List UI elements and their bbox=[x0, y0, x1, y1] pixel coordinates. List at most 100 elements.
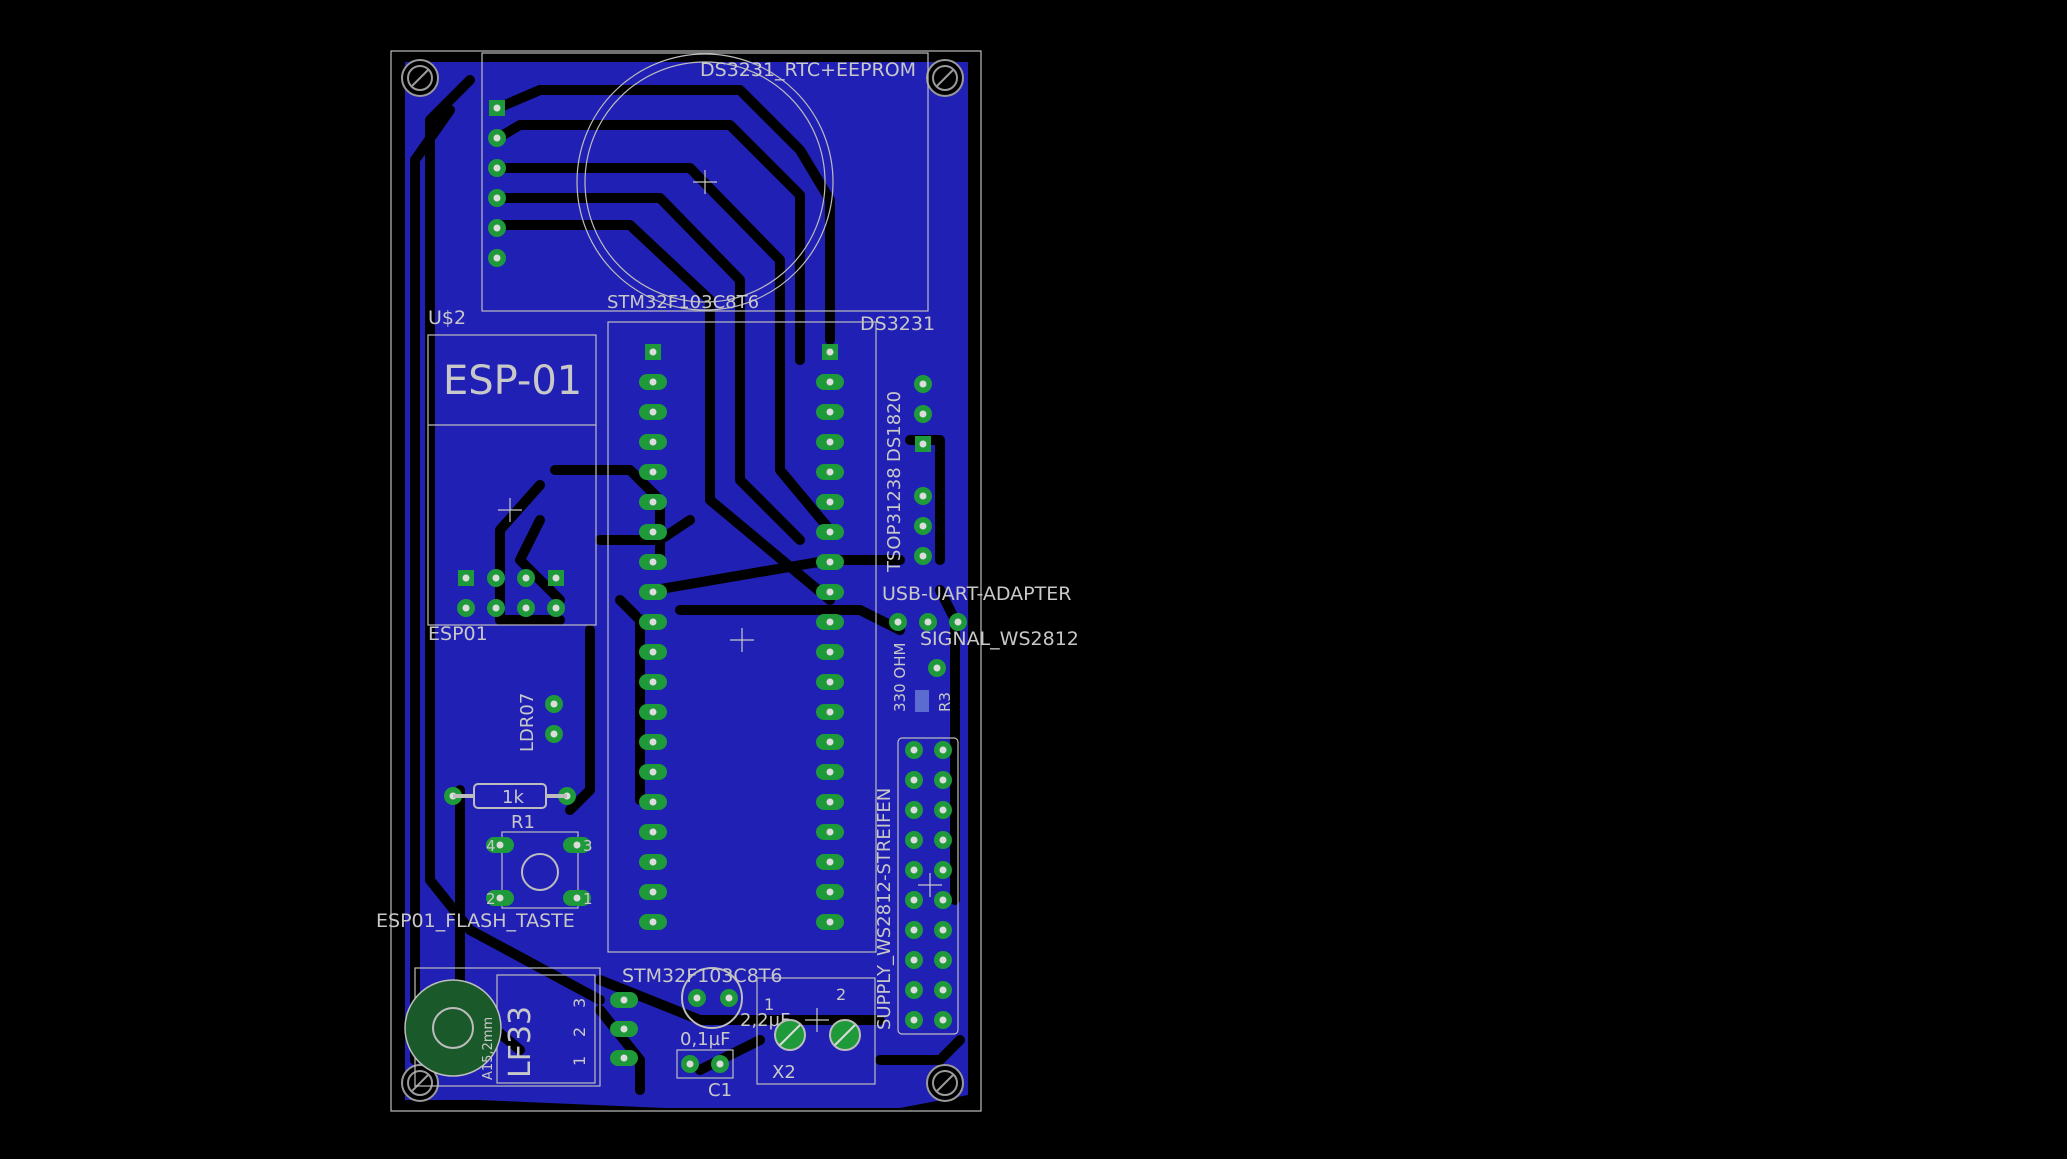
battery-holder-icon bbox=[404, 979, 502, 1077]
pad bbox=[816, 374, 844, 390]
pad bbox=[816, 434, 844, 450]
ldr-pad bbox=[545, 695, 563, 713]
esp01-big-label: ESP-01 bbox=[443, 358, 582, 404]
ds3231-rtc-label: DS3231_RTC+EEPROM bbox=[700, 59, 916, 81]
crosshair-icon bbox=[805, 1008, 829, 1032]
pad bbox=[905, 831, 923, 849]
ldr-label: LDR07 bbox=[517, 693, 538, 752]
pad bbox=[934, 981, 952, 999]
r1-body bbox=[473, 783, 547, 809]
pad bbox=[639, 554, 667, 570]
pad bbox=[639, 374, 667, 390]
r330-label: 330 OHM bbox=[891, 643, 909, 712]
pad bbox=[816, 464, 844, 480]
pad bbox=[905, 891, 923, 909]
pad bbox=[816, 704, 844, 720]
pad bbox=[905, 981, 923, 999]
pad bbox=[639, 704, 667, 720]
pad bbox=[934, 771, 952, 789]
tact-pin-2: 2 bbox=[486, 890, 496, 908]
pad bbox=[639, 464, 667, 480]
pad bbox=[639, 734, 667, 750]
pad bbox=[934, 861, 952, 879]
cap-0u1-label: 0,1µF bbox=[680, 1029, 730, 1050]
pad bbox=[816, 584, 844, 600]
esp01-outline bbox=[427, 334, 597, 626]
traces bbox=[410, 75, 965, 1095]
pad bbox=[905, 921, 923, 939]
signal-ws2812-label: SIGNAL_WS2812 bbox=[920, 628, 1079, 650]
battery-holder-center bbox=[432, 1007, 474, 1049]
pad bbox=[816, 824, 844, 840]
pad bbox=[816, 734, 844, 750]
pad bbox=[639, 524, 667, 540]
tact-pin-4: 4 bbox=[486, 837, 496, 855]
pad bbox=[639, 434, 667, 450]
pad bbox=[816, 794, 844, 810]
pad bbox=[816, 614, 844, 630]
ds3231-label: DS3231 bbox=[860, 313, 935, 335]
signal-ws2812-pad bbox=[928, 659, 946, 677]
pad bbox=[816, 404, 844, 420]
ds3231-module-outline bbox=[481, 52, 929, 312]
crosshair-icon bbox=[918, 873, 942, 897]
tsop-pads bbox=[914, 487, 932, 565]
pad bbox=[934, 801, 952, 819]
board-outline bbox=[390, 50, 982, 1112]
ldr-pad bbox=[545, 725, 563, 743]
x2-pin-1: 1 bbox=[764, 995, 774, 1014]
cap-2u2-outline bbox=[681, 967, 743, 1029]
pin-2-label: 2 bbox=[570, 1027, 589, 1037]
x2-pin-2: 2 bbox=[836, 985, 846, 1004]
pin-1-label: 1 bbox=[570, 1056, 589, 1066]
pad bbox=[639, 584, 667, 600]
ds1820-pads bbox=[914, 375, 932, 452]
lf33-pad bbox=[610, 1021, 638, 1037]
pad bbox=[639, 854, 667, 870]
pad bbox=[816, 524, 844, 540]
pad bbox=[934, 891, 952, 909]
tact-pin-1: 1 bbox=[583, 890, 593, 908]
supply-ws2812-label: SUPPLY_WS2812-STREIFEN bbox=[874, 788, 895, 1030]
ds1820-label: DS1820 bbox=[884, 391, 905, 462]
pad bbox=[816, 884, 844, 900]
pad bbox=[905, 801, 923, 819]
pad bbox=[639, 884, 667, 900]
pad bbox=[639, 614, 667, 630]
pad bbox=[905, 771, 923, 789]
pad bbox=[816, 494, 844, 510]
stm32-top-label: STM32F103C8T6 bbox=[607, 292, 759, 313]
cap-2u2-pad bbox=[720, 989, 738, 1007]
pad bbox=[639, 794, 667, 810]
lf33-pad bbox=[610, 992, 638, 1008]
pad bbox=[934, 921, 952, 939]
pin-3-label: 3 bbox=[570, 998, 589, 1008]
pad bbox=[639, 824, 667, 840]
pad bbox=[905, 1011, 923, 1029]
pad bbox=[816, 914, 844, 930]
pad bbox=[905, 951, 923, 969]
pad bbox=[645, 344, 661, 360]
pad bbox=[639, 494, 667, 510]
cap-2u2-pad bbox=[688, 989, 706, 1007]
coin-cell-outline bbox=[576, 53, 834, 311]
coin-cell-inner bbox=[584, 61, 826, 303]
pad bbox=[816, 554, 844, 570]
stm32-module-outline bbox=[607, 321, 877, 953]
flash-switch-button-icon bbox=[521, 853, 559, 891]
c1-outline bbox=[676, 1049, 734, 1079]
pad bbox=[816, 764, 844, 780]
pad bbox=[639, 644, 667, 660]
battery-label: A15,2mm bbox=[481, 1017, 496, 1080]
pad bbox=[934, 741, 952, 759]
pad bbox=[934, 1011, 952, 1029]
x2-outline bbox=[756, 977, 876, 1085]
c1-pad bbox=[711, 1055, 729, 1073]
flash-taste-label: ESP01_FLASH_TASTE bbox=[376, 910, 575, 932]
crosshair-icon bbox=[730, 628, 754, 652]
x2-label: X2 bbox=[772, 1062, 796, 1083]
us2-label: U$2 bbox=[428, 307, 466, 329]
pad bbox=[905, 741, 923, 759]
pad bbox=[934, 951, 952, 969]
